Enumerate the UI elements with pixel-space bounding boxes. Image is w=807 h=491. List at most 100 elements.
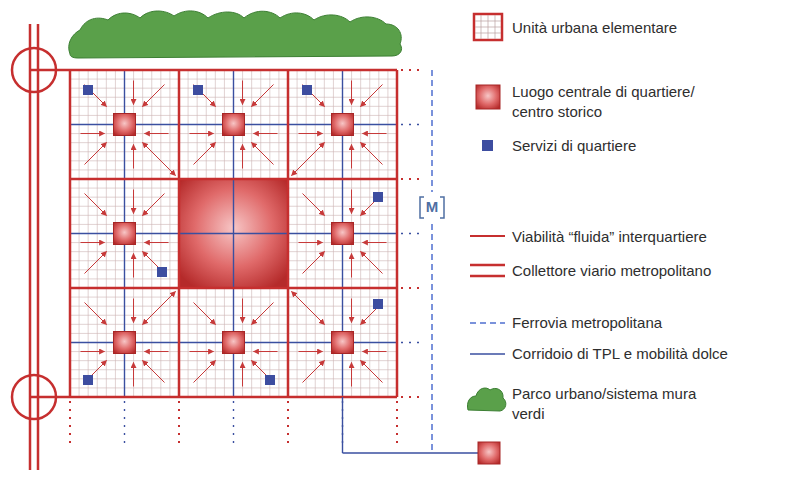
map-line [401, 342, 425, 343]
map-line [30, 396, 70, 399]
flow-arrow [194, 85, 216, 107]
flow-arrow [81, 242, 105, 243]
legend-text: Luogo centrale di quartiere/ centro stor… [512, 82, 727, 122]
flow-arrow [303, 361, 325, 383]
map-line [401, 287, 425, 289]
flow-arrow [85, 194, 107, 216]
flow-arrow [351, 363, 352, 387]
flow-arrow [145, 351, 169, 352]
flow-arrow [361, 361, 383, 383]
service-square [83, 375, 93, 385]
flow-arrow [133, 81, 134, 105]
flow-arrow [85, 252, 107, 274]
map-line [70, 397, 397, 398]
flow-arrow [242, 299, 243, 323]
service-square [157, 267, 167, 277]
legend-text: Parco urbano/sistema mura verdi [512, 384, 727, 424]
flow-arrow [303, 85, 325, 107]
map-line [287, 401, 289, 447]
flow-arrow [133, 254, 134, 278]
map-line [343, 452, 479, 453]
flow-arrow [299, 351, 323, 352]
flow-arrow [363, 351, 387, 352]
legend-text: Servizi di quartiere [512, 136, 772, 156]
map-line [178, 70, 181, 397]
flow-arrow [143, 361, 165, 383]
flow-arrow [242, 145, 243, 169]
map-line [30, 69, 397, 72]
map-line [70, 288, 397, 289]
neighbourhood-centre [114, 114, 136, 136]
flow-arrow [361, 143, 383, 165]
flow-arrow [303, 252, 325, 274]
map-line [233, 401, 234, 447]
legend-text: Collettore viario metropolitano [512, 261, 802, 281]
flow-arrow [363, 133, 387, 134]
legend-text: Corridoio di TPL e mobilità dolce [512, 344, 802, 364]
map-line [401, 233, 425, 234]
service-square [302, 85, 312, 95]
flow-arrow [85, 303, 107, 325]
flow-arrow [143, 194, 165, 216]
neighbourhood-centre [223, 332, 245, 354]
flow-arrow [254, 351, 278, 352]
flow-arrow [143, 85, 165, 107]
map-line [431, 70, 433, 192]
map-line [397, 70, 398, 397]
flow-arrow [133, 190, 134, 214]
neighbourhood-centre [332, 332, 354, 354]
flow-arrow [190, 351, 214, 352]
map-line [179, 70, 180, 397]
flow-arrow [160, 160, 176, 176]
map-line [396, 70, 399, 397]
legend-text: Ferrovia metropolitana [512, 313, 802, 333]
flow-arrow [351, 81, 352, 105]
map-line [401, 178, 425, 180]
flow-arrow [81, 133, 105, 134]
flow-arrow [351, 254, 352, 278]
flow-arrow [252, 303, 274, 325]
map-line [342, 397, 343, 453]
legend-text: Unità urbana elementare [512, 18, 772, 38]
map-line [70, 70, 71, 397]
flow-arrow [351, 145, 352, 169]
neighbourhood-centre [223, 114, 245, 136]
flow-arrow [242, 363, 243, 387]
junction-ring [12, 48, 56, 92]
flow-arrow [145, 133, 169, 134]
flow-arrow [361, 85, 383, 107]
flow-arrow [133, 145, 134, 169]
service-square [193, 85, 203, 95]
map-line [178, 401, 180, 447]
map-line [70, 178, 397, 181]
flow-arrow [160, 292, 176, 308]
map-line [69, 401, 71, 447]
service-square [83, 85, 93, 95]
service-square [265, 375, 275, 385]
flow-arrow [254, 133, 278, 134]
flow-arrow [252, 143, 274, 165]
legend-swatch [482, 140, 493, 151]
map-line [288, 70, 289, 397]
flow-arrow [190, 133, 214, 134]
map-line [401, 396, 425, 398]
map-line [396, 401, 398, 447]
map-line [401, 124, 425, 125]
map-line [401, 69, 425, 71]
flow-arrow [194, 303, 216, 325]
flow-arrow [351, 190, 352, 214]
map-line [431, 224, 433, 450]
flow-arrow [363, 242, 387, 243]
park-blob [69, 11, 402, 58]
map-line [287, 70, 290, 397]
outer-centre [478, 442, 500, 464]
flow-arrow [194, 361, 216, 383]
neighbourhood-centre [332, 223, 354, 245]
flow-arrow [361, 252, 383, 274]
map-line [70, 179, 397, 180]
flow-arrow [299, 242, 323, 243]
flow-arrow [292, 160, 308, 176]
map-line [70, 396, 397, 399]
flow-arrow [194, 143, 216, 165]
